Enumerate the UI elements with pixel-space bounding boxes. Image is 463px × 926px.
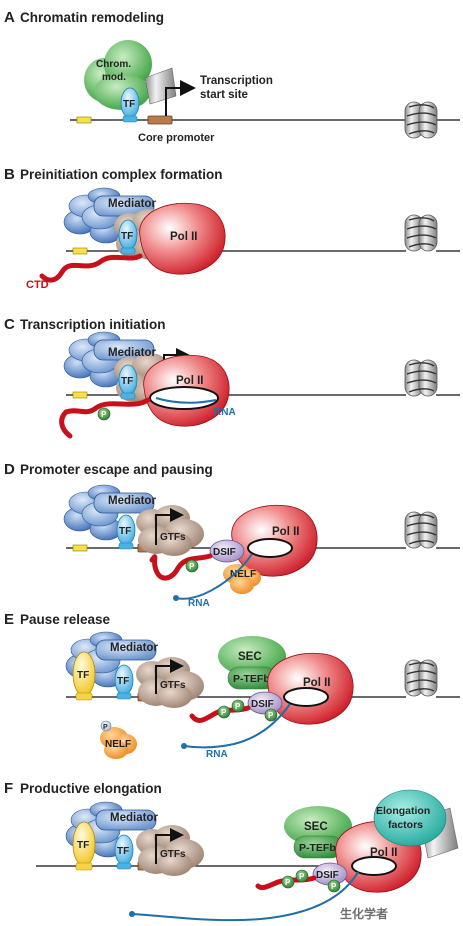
- panel-a: A Chromatin remodeling Chrom. mod. TF Tr…: [4, 9, 460, 144]
- panel-d: D Promoter escape and pausing TF Mediato…: [4, 461, 460, 609]
- nelf-protein: [100, 727, 137, 759]
- rna-label: RNA: [206, 749, 228, 760]
- elongation-label-2: factors: [388, 819, 423, 831]
- gtfs-label: GTFs: [160, 532, 186, 543]
- mediator-label: Mediator: [108, 198, 156, 210]
- chrom-mod-label-2: mod.: [102, 72, 126, 83]
- phospho-label: P: [101, 410, 107, 419]
- elongation-label-1: Elongation: [376, 805, 430, 817]
- mediator-label: Mediator: [108, 495, 156, 507]
- panel-b-letter: B: [4, 166, 15, 183]
- tf-label: TF: [117, 846, 129, 857]
- panel-a-title: Chromatin remodeling: [20, 10, 164, 25]
- sec-complex: [284, 806, 352, 859]
- tf-label: TF: [123, 99, 135, 110]
- tf-label: TF: [121, 231, 133, 242]
- rna-label: RNA: [188, 598, 210, 609]
- phospho-label: P: [235, 702, 241, 711]
- panel-c-letter: C: [4, 316, 15, 333]
- nelf-label: NELF: [105, 739, 131, 750]
- chrom-mod-label-1: Chrom.: [96, 59, 131, 70]
- tss-arrow-icon: [165, 87, 182, 116]
- enhancer-box: [76, 116, 92, 124]
- ptefb-label: P-TEFb: [299, 842, 336, 854]
- gtfs-label: GTFs: [160, 680, 186, 691]
- pol2-label: Pol II: [303, 677, 330, 689]
- chromatin-modifier: [84, 40, 177, 110]
- phospho-marker: [97, 407, 111, 421]
- phospho-label: P: [103, 724, 108, 731]
- panel-e-title: Pause release: [20, 612, 111, 627]
- panel-f-title: Productive elongation: [20, 781, 162, 796]
- tf-label: TF: [121, 376, 133, 387]
- panel-f: F Productive elongation TF TF Mediator G…: [4, 780, 459, 922]
- transcription-bubble: [149, 386, 219, 410]
- panel-c-title: Transcription initiation: [20, 317, 166, 332]
- panel-b: B Preinitiation complex formation TF Med…: [4, 166, 460, 291]
- ptefb-label: P-TEFb: [233, 673, 270, 685]
- pol2-label: Pol II: [272, 526, 299, 538]
- panel-e-letter: E: [4, 611, 14, 628]
- ctd-tail: [39, 253, 143, 283]
- pol2-label: Pol II: [370, 847, 397, 859]
- panel-e: E Pause release TF TF Mediator GTFs SEC …: [4, 611, 460, 760]
- nucleosome-icon: [404, 101, 438, 139]
- pol2-label: Pol II: [176, 375, 203, 387]
- panel-a-letter: A: [4, 9, 15, 26]
- nelf-label: NELF: [230, 569, 256, 580]
- watermark-text: 生化学者: [340, 906, 388, 921]
- dsif-protein: [209, 539, 245, 563]
- mediator-label: Mediator: [110, 812, 158, 824]
- panel-f-letter: F: [4, 780, 13, 797]
- panel-c: C Transcription initiation TF Mediator P…: [4, 316, 460, 439]
- dsif-label: DSIF: [213, 547, 236, 558]
- phospho-label: P: [189, 562, 195, 571]
- rna-label: RNA: [214, 407, 236, 418]
- sec-label: SEC: [238, 651, 262, 663]
- tf-label: TF: [117, 676, 129, 687]
- core-promoter-box: [147, 115, 173, 125]
- dsif-label: DSIF: [316, 870, 339, 881]
- ctd-label: CTD: [26, 279, 49, 291]
- tss-label-1: Transcription: [200, 75, 273, 87]
- phospho-label: P: [331, 882, 337, 891]
- phospho-label: P: [299, 872, 305, 881]
- panel-b-title: Preinitiation complex formation: [20, 167, 223, 182]
- tss-label-2: start site: [200, 89, 248, 101]
- pol2-label: Pol II: [170, 231, 197, 243]
- mediator-label: Mediator: [110, 642, 158, 654]
- tf-label: TF: [77, 840, 89, 851]
- rna-strand: [175, 553, 253, 600]
- mediator-label: Mediator: [108, 347, 156, 359]
- phospho-label: P: [268, 711, 274, 720]
- dsif-label: DSIF: [251, 699, 274, 710]
- panel-d-title: Promoter escape and pausing: [20, 462, 213, 477]
- panel-d-letter: D: [4, 461, 15, 478]
- tf-label: TF: [119, 526, 131, 537]
- phospho-label: P: [221, 708, 227, 717]
- gtfs-label: GTFs: [160, 849, 186, 860]
- sec-label: SEC: [304, 821, 328, 833]
- tf-label: TF: [77, 670, 89, 681]
- elongation-factors: [373, 789, 459, 859]
- nucleosome-icon: [404, 214, 438, 252]
- sec-complex: [218, 636, 286, 690]
- core-promoter-label: Core promoter: [138, 132, 215, 144]
- phospho-label: P: [285, 878, 291, 887]
